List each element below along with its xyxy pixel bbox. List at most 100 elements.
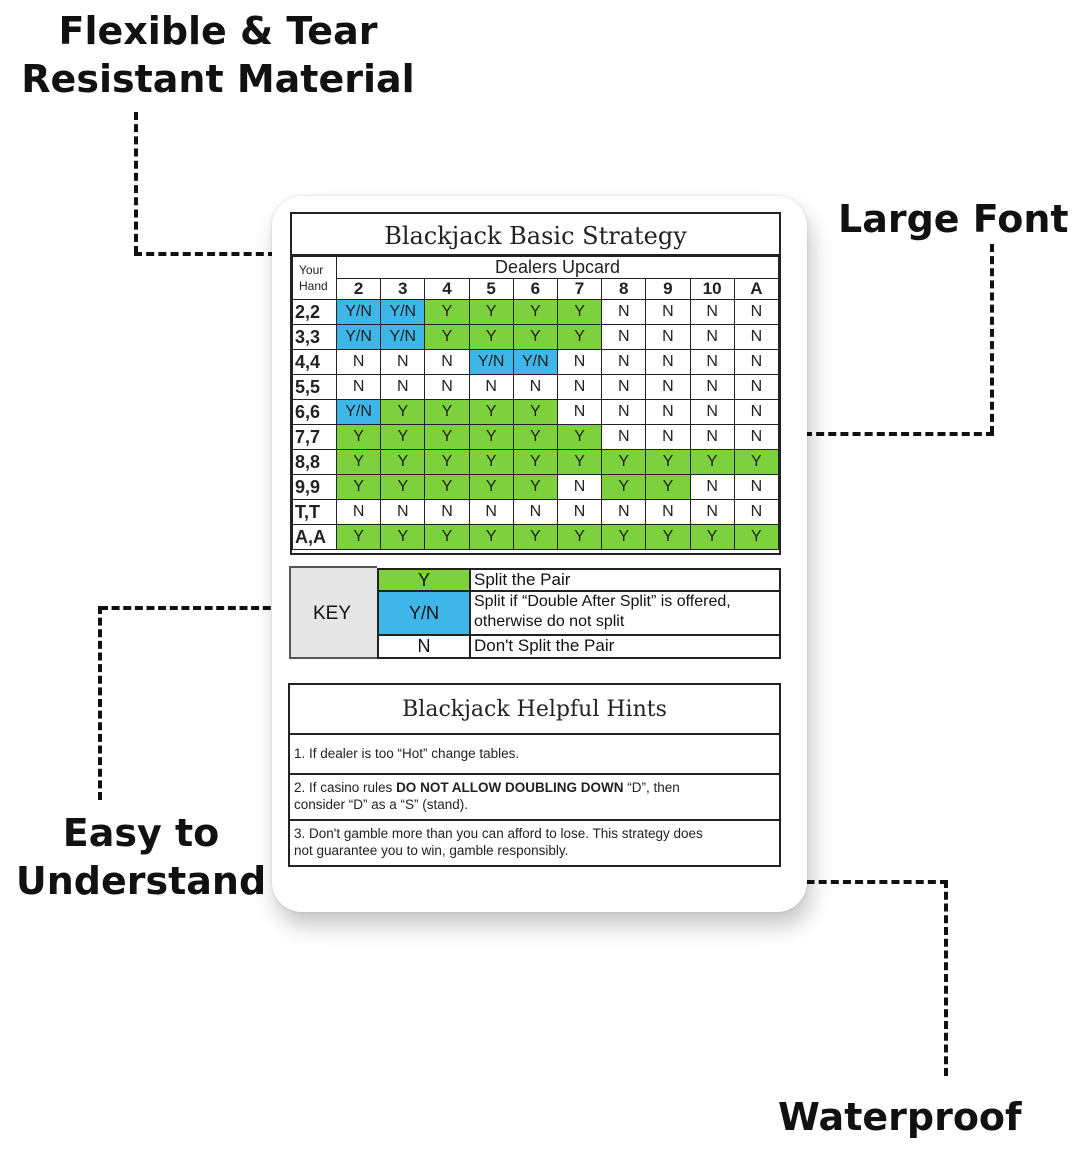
hint-3: 3. Don't gamble more than you can afford… <box>290 821 779 867</box>
leader-water-vertical <box>944 880 948 1076</box>
strategy-cell: Y/N <box>512 349 558 375</box>
leader-flexible-horizontal <box>134 252 276 256</box>
dealers-upcard-header: Dealers Upcard <box>336 256 779 279</box>
strategy-cell: N <box>380 499 426 525</box>
hand-label: A,A <box>292 524 337 550</box>
callout-easy-to-understand: Easy to Understand <box>6 810 276 905</box>
strategy-cell: Y <box>380 524 426 550</box>
strategy-cell: N <box>556 499 603 525</box>
strategy-cell: N <box>689 474 735 500</box>
strategy-cell: Y <box>335 524 382 550</box>
column-header-7: 7 <box>556 278 603 300</box>
strategy-cell: N <box>601 299 647 325</box>
strategy-cell: N <box>556 399 603 425</box>
strategy-cell: N <box>645 374 691 400</box>
strategy-cell: Y <box>380 424 426 450</box>
column-header-3: 3 <box>380 278 426 300</box>
strategy-cell: N <box>733 499 780 525</box>
column-header-A: A <box>733 278 780 300</box>
strategy-cell: Y <box>424 424 470 450</box>
strategy-cell: N <box>733 299 780 325</box>
strategy-cell: N <box>645 399 691 425</box>
hand-label: 9,9 <box>292 474 337 500</box>
strategy-cell: Y <box>468 474 514 500</box>
strategy-cell: Y <box>733 449 780 475</box>
strategy-cell: N <box>733 424 780 450</box>
key-row-y: Y Split the Pair <box>377 568 781 592</box>
key-symbol-n: N <box>379 636 471 657</box>
hand-label: 6,6 <box>292 399 337 425</box>
strategy-cell: N <box>689 399 735 425</box>
strategy-cell: N <box>733 399 780 425</box>
strategy-cell: Y <box>512 449 558 475</box>
strategy-cell: Y <box>335 474 382 500</box>
hint-2-post: “D”, then <box>623 780 680 795</box>
strategy-cell: Y <box>468 299 514 325</box>
strategy-cell: Y <box>380 399 426 425</box>
strategy-cell: N <box>468 499 514 525</box>
key-row-n: N Don't Split the Pair <box>377 634 781 659</box>
strategy-table-box: Blackjack Basic Strategy Your Hand Deale… <box>290 212 781 555</box>
key-desc-n: Don't Split the Pair <box>474 636 615 655</box>
callout-easy-line2: Understand <box>15 858 267 903</box>
strategy-cell: N <box>556 349 603 375</box>
hint-1: 1. If dealer is too “Hot” change tables. <box>290 735 779 775</box>
callout-flexible-material: Flexible & Tear Resistant Material <box>18 8 418 103</box>
strategy-cell: N <box>601 399 647 425</box>
strategy-cell: N <box>335 349 382 375</box>
strategy-cell: Y/N <box>335 399 382 425</box>
strategy-cell: N <box>601 324 647 350</box>
strategy-cell: N <box>556 374 603 400</box>
strategy-cell: N <box>512 374 558 400</box>
strategy-cell: N <box>689 349 735 375</box>
strategy-cell: Y <box>424 524 470 550</box>
key-desc-y: Split the Pair <box>474 570 571 589</box>
strategy-cell: Y <box>380 474 426 500</box>
strategy-cell: N <box>335 499 382 525</box>
strategy-cell: N <box>689 424 735 450</box>
callout-easy-line1: Easy to <box>62 811 220 855</box>
your-hand-header: Your Hand <box>292 256 337 300</box>
strategy-cell: N <box>645 424 691 450</box>
strategy-cell: Y <box>335 424 382 450</box>
strategy-cell: Y <box>512 424 558 450</box>
strategy-cell: N <box>645 349 691 375</box>
your-hand-line2: Hand <box>299 279 328 293</box>
key-symbol-yn: Y/N <box>379 592 471 634</box>
strategy-cell: Y <box>556 299 603 325</box>
strategy-cell: Y <box>645 474 691 500</box>
strategy-cell: Y <box>335 449 382 475</box>
strategy-cell: N <box>645 324 691 350</box>
strategy-cell: Y/N <box>380 324 426 350</box>
strategy-cell: Y <box>424 474 470 500</box>
column-header-2: 2 <box>335 278 382 300</box>
strategy-cell: Y <box>468 324 514 350</box>
strategy-cell: N <box>512 499 558 525</box>
strategy-cell: Y <box>556 449 603 475</box>
column-header-6: 6 <box>512 278 558 300</box>
strategy-cell: Y <box>512 324 558 350</box>
strategy-cell: Y <box>645 449 691 475</box>
strategy-cell: Y <box>512 299 558 325</box>
strategy-cell: N <box>689 324 735 350</box>
strategy-cell: N <box>468 374 514 400</box>
strategy-cell: N <box>689 374 735 400</box>
strategy-cell: Y <box>645 524 691 550</box>
strategy-cell: N <box>601 424 647 450</box>
column-header-5: 5 <box>468 278 514 300</box>
strategy-cell: N <box>645 499 691 525</box>
strategy-cell: N <box>601 374 647 400</box>
hints-title: Blackjack Helpful Hints <box>290 685 779 735</box>
leader-easy-horizontal <box>100 606 294 610</box>
strategy-cell: N <box>601 349 647 375</box>
strategy-cell: Y <box>380 449 426 475</box>
hand-label: 2,2 <box>292 299 337 325</box>
strategy-cell: Y/N <box>335 324 382 350</box>
